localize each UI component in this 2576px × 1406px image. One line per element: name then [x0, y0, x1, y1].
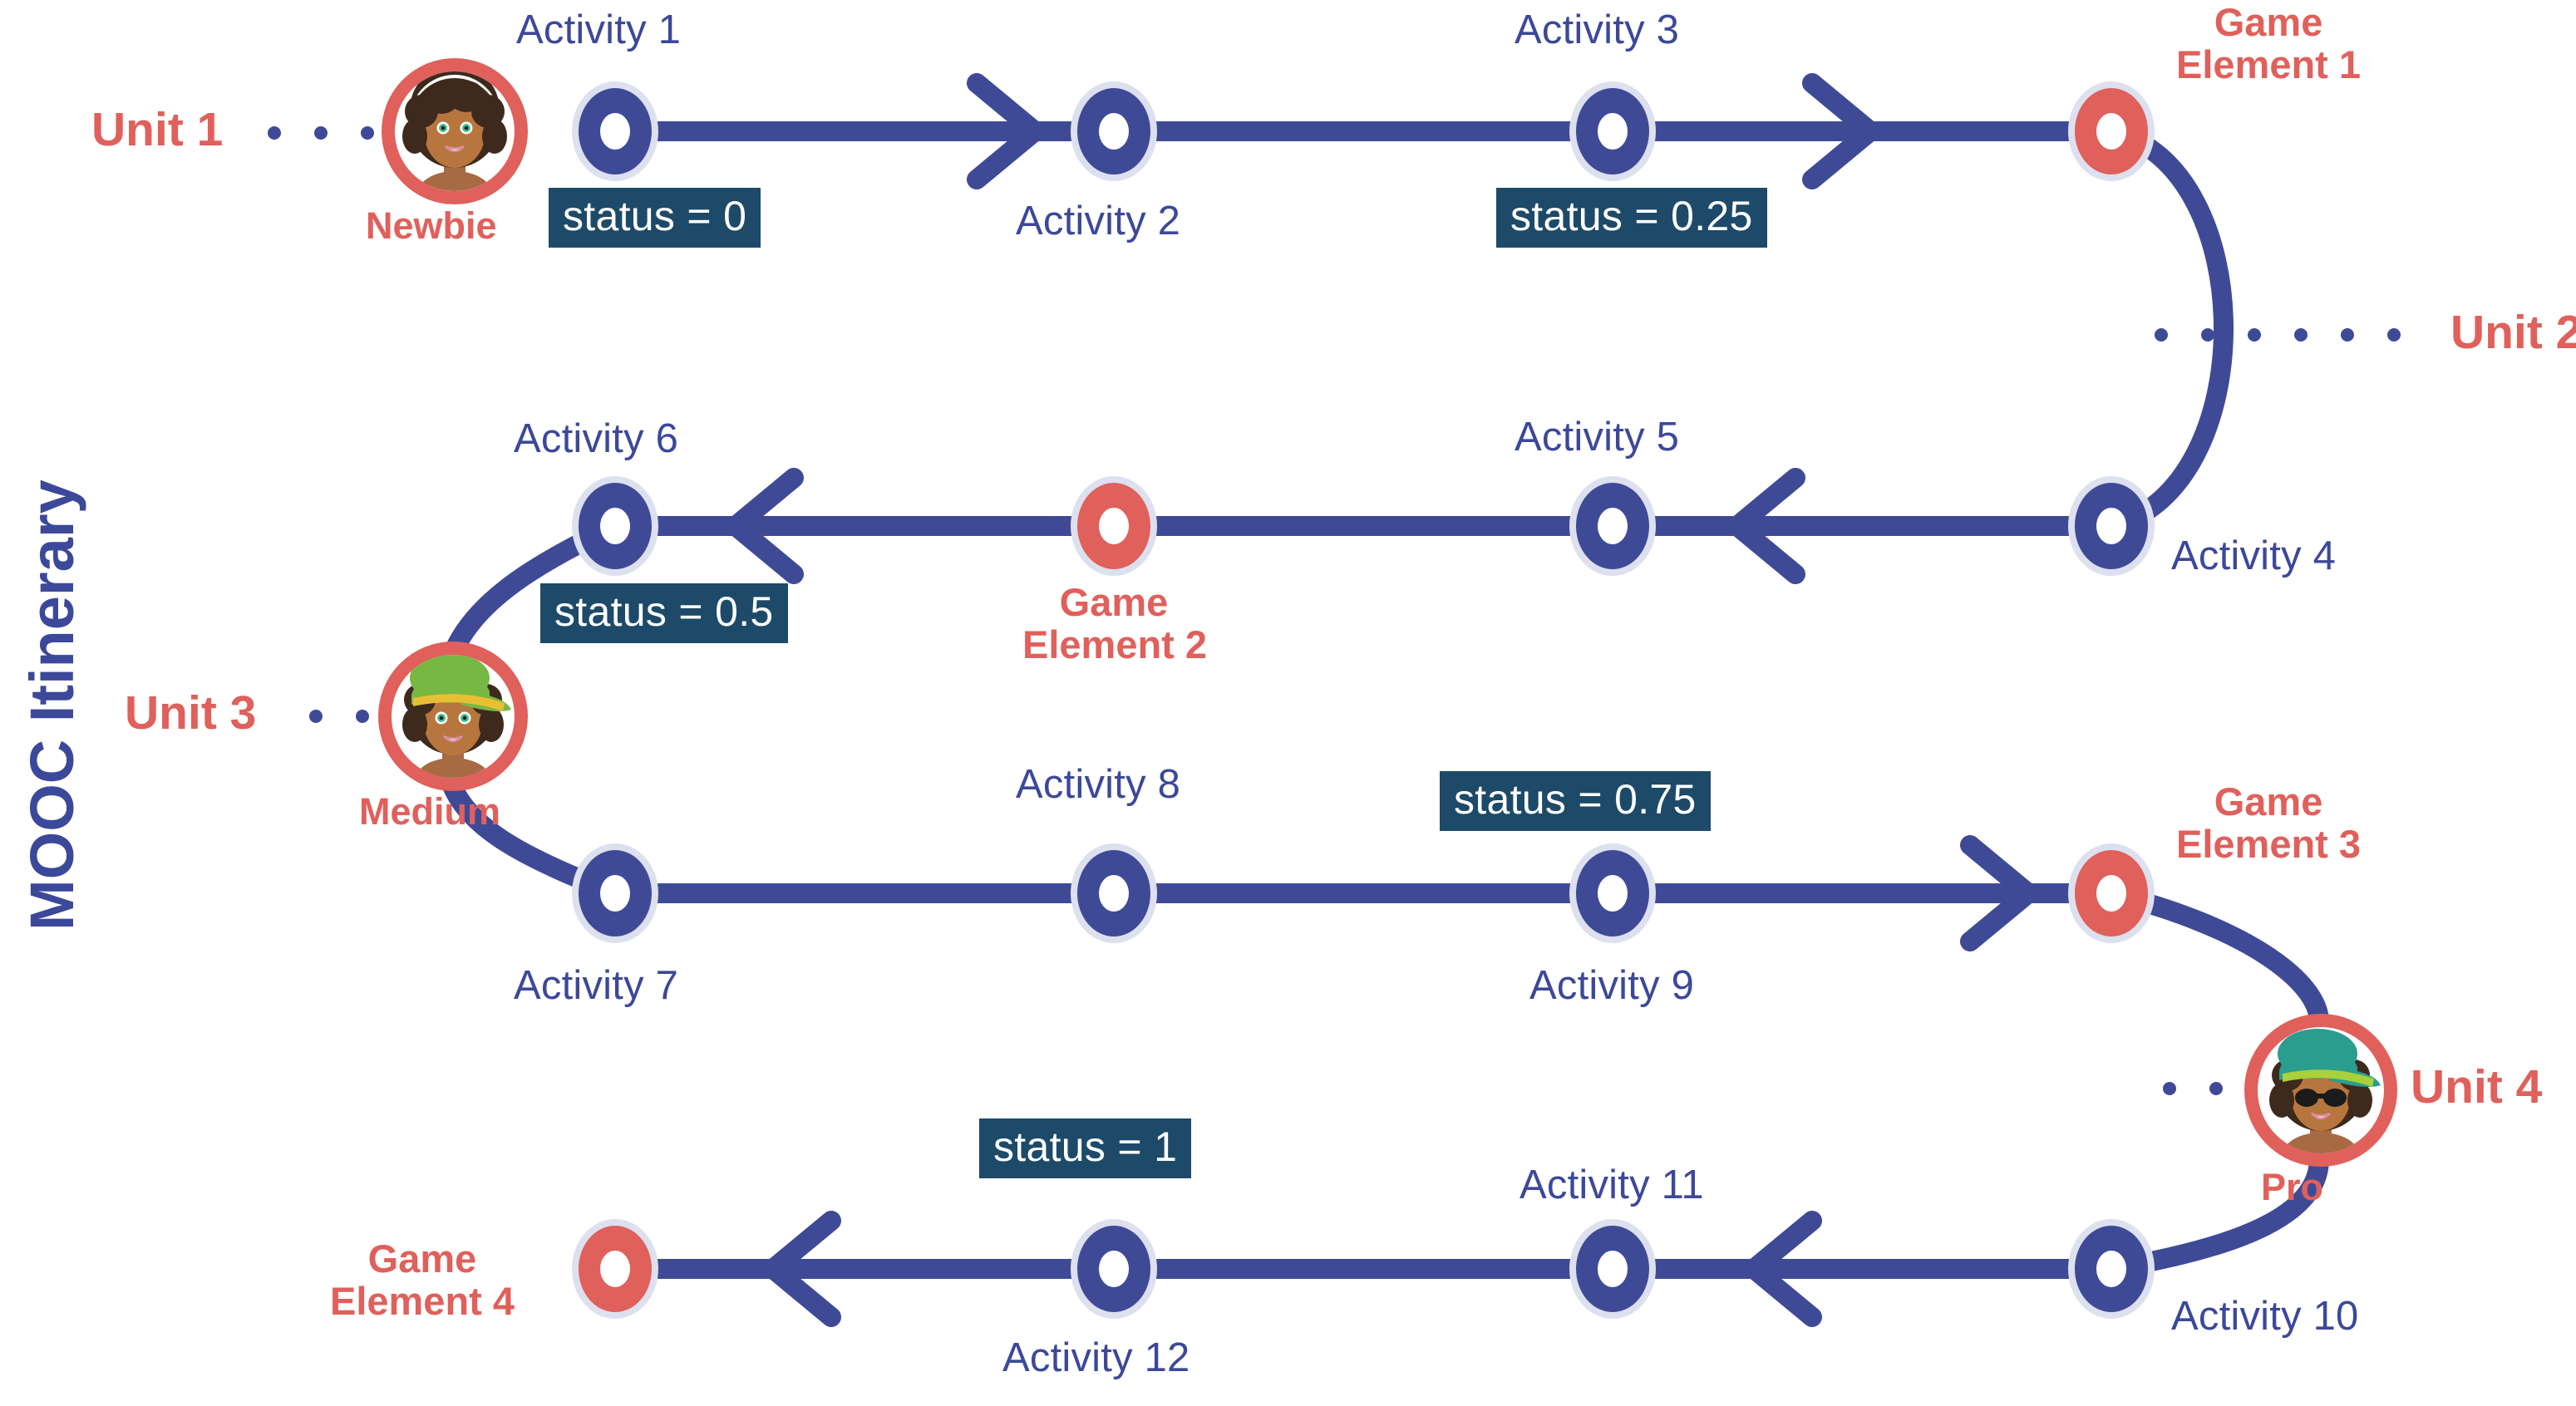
avatar-caption-newbie: Newbie	[366, 204, 497, 247]
avatar-face-cap-icon	[402, 655, 511, 778]
arrow-left-r4b	[763, 1211, 841, 1327]
track-curve-right-1	[2108, 121, 2234, 536]
node-game-element-1[interactable]	[2068, 81, 2155, 181]
status-badge-075: status = 0.75	[1440, 771, 1711, 831]
arrow-right-r3a	[1960, 835, 2038, 951]
activity-label-5: Activity 5	[1515, 415, 1680, 460]
node-activity-11[interactable]	[1569, 1219, 1656, 1319]
activity-label-3: Activity 3	[1515, 7, 1680, 52]
node-activity-8[interactable]	[1071, 843, 1157, 943]
unit-label-1: Unit 1	[91, 103, 224, 156]
activity-label-8: Activity 8	[1016, 762, 1181, 807]
node-activity-3[interactable]	[1569, 81, 1656, 181]
node-activity-10[interactable]	[2068, 1219, 2155, 1319]
page-title: MOOC Itinerary	[17, 479, 86, 931]
activity-label-2: Activity 2	[1016, 199, 1181, 243]
activity-label-10: Activity 10	[2171, 1294, 2359, 1339]
game-element-label-3-line1: Game	[2214, 779, 2323, 823]
unit-label-2: Unit 2	[2450, 306, 2576, 359]
node-game-element-2[interactable]	[1071, 476, 1157, 576]
node-activity-1[interactable]	[572, 81, 658, 181]
node-activity-2[interactable]	[1071, 81, 1157, 181]
game-element-label-4-line2: Element 4	[329, 1278, 515, 1323]
node-game-element-3[interactable]	[2068, 843, 2155, 943]
arrow-left-r2a	[1727, 468, 1805, 584]
activity-label-1: Activity 1	[516, 7, 682, 52]
game-element-label-1-line2: Element 1	[2176, 42, 2362, 86]
arrow-right-r1b	[967, 73, 1045, 189]
node-activity-12[interactable]	[1071, 1219, 1157, 1319]
game-element-label-3-line2: Element 3	[2176, 821, 2362, 866]
game-element-label-4: Game Element 4	[306, 1236, 539, 1323]
node-activity-7[interactable]	[572, 843, 658, 943]
game-element-label-1-line1: Game	[2214, 0, 2323, 44]
avatar-face-cap-sunglasses-icon	[2269, 1029, 2381, 1153]
avatar-face-plain-icon	[402, 71, 507, 191]
node-activity-6[interactable]	[572, 476, 658, 576]
status-badge-1: status = 1	[979, 1118, 1192, 1178]
node-activity-9[interactable]	[1569, 843, 1656, 943]
activity-label-12: Activity 12	[1002, 1335, 1190, 1380]
activity-label-11: Activity 11	[1519, 1163, 1704, 1207]
node-activity-4[interactable]	[2068, 476, 2155, 576]
status-badge-05: status = 0.5	[540, 583, 788, 643]
activity-label-7: Activity 7	[514, 963, 679, 1008]
arrow-left-r2b	[726, 468, 804, 584]
game-element-label-2: Game Element 2	[1022, 580, 1208, 666]
game-element-label-1: Game Element 1	[2176, 0, 2362, 86]
game-element-label-3: Game Element 3	[2176, 779, 2362, 866]
unit-label-3: Unit 3	[125, 686, 257, 740]
activity-label-6: Activity 6	[514, 416, 679, 461]
game-element-label-2-line2: Element 2	[1022, 622, 1208, 666]
status-badge-025: status = 0.25	[1496, 188, 1767, 248]
status-badge-0: status = 0	[549, 188, 761, 248]
track-curve-right-3	[2110, 1158, 2329, 1279]
node-activity-5[interactable]	[1569, 476, 1656, 576]
track-curve-right-2	[2109, 883, 2329, 1023]
avatar-caption-medium: Medium	[359, 790, 501, 833]
activity-label-9: Activity 9	[1529, 963, 1695, 1008]
arrow-right-r1a	[1802, 73, 1880, 189]
arrow-left-r4a	[1744, 1211, 1822, 1327]
node-game-element-4[interactable]	[572, 1219, 658, 1319]
unit-label-4: Unit 4	[2411, 1060, 2543, 1113]
game-element-label-4-line1: Game	[367, 1236, 477, 1281]
activity-label-4: Activity 4	[2171, 533, 2337, 578]
game-element-label-2-line1: Game	[1059, 580, 1169, 624]
avatar-caption-pro: Pro	[2261, 1166, 2324, 1208]
